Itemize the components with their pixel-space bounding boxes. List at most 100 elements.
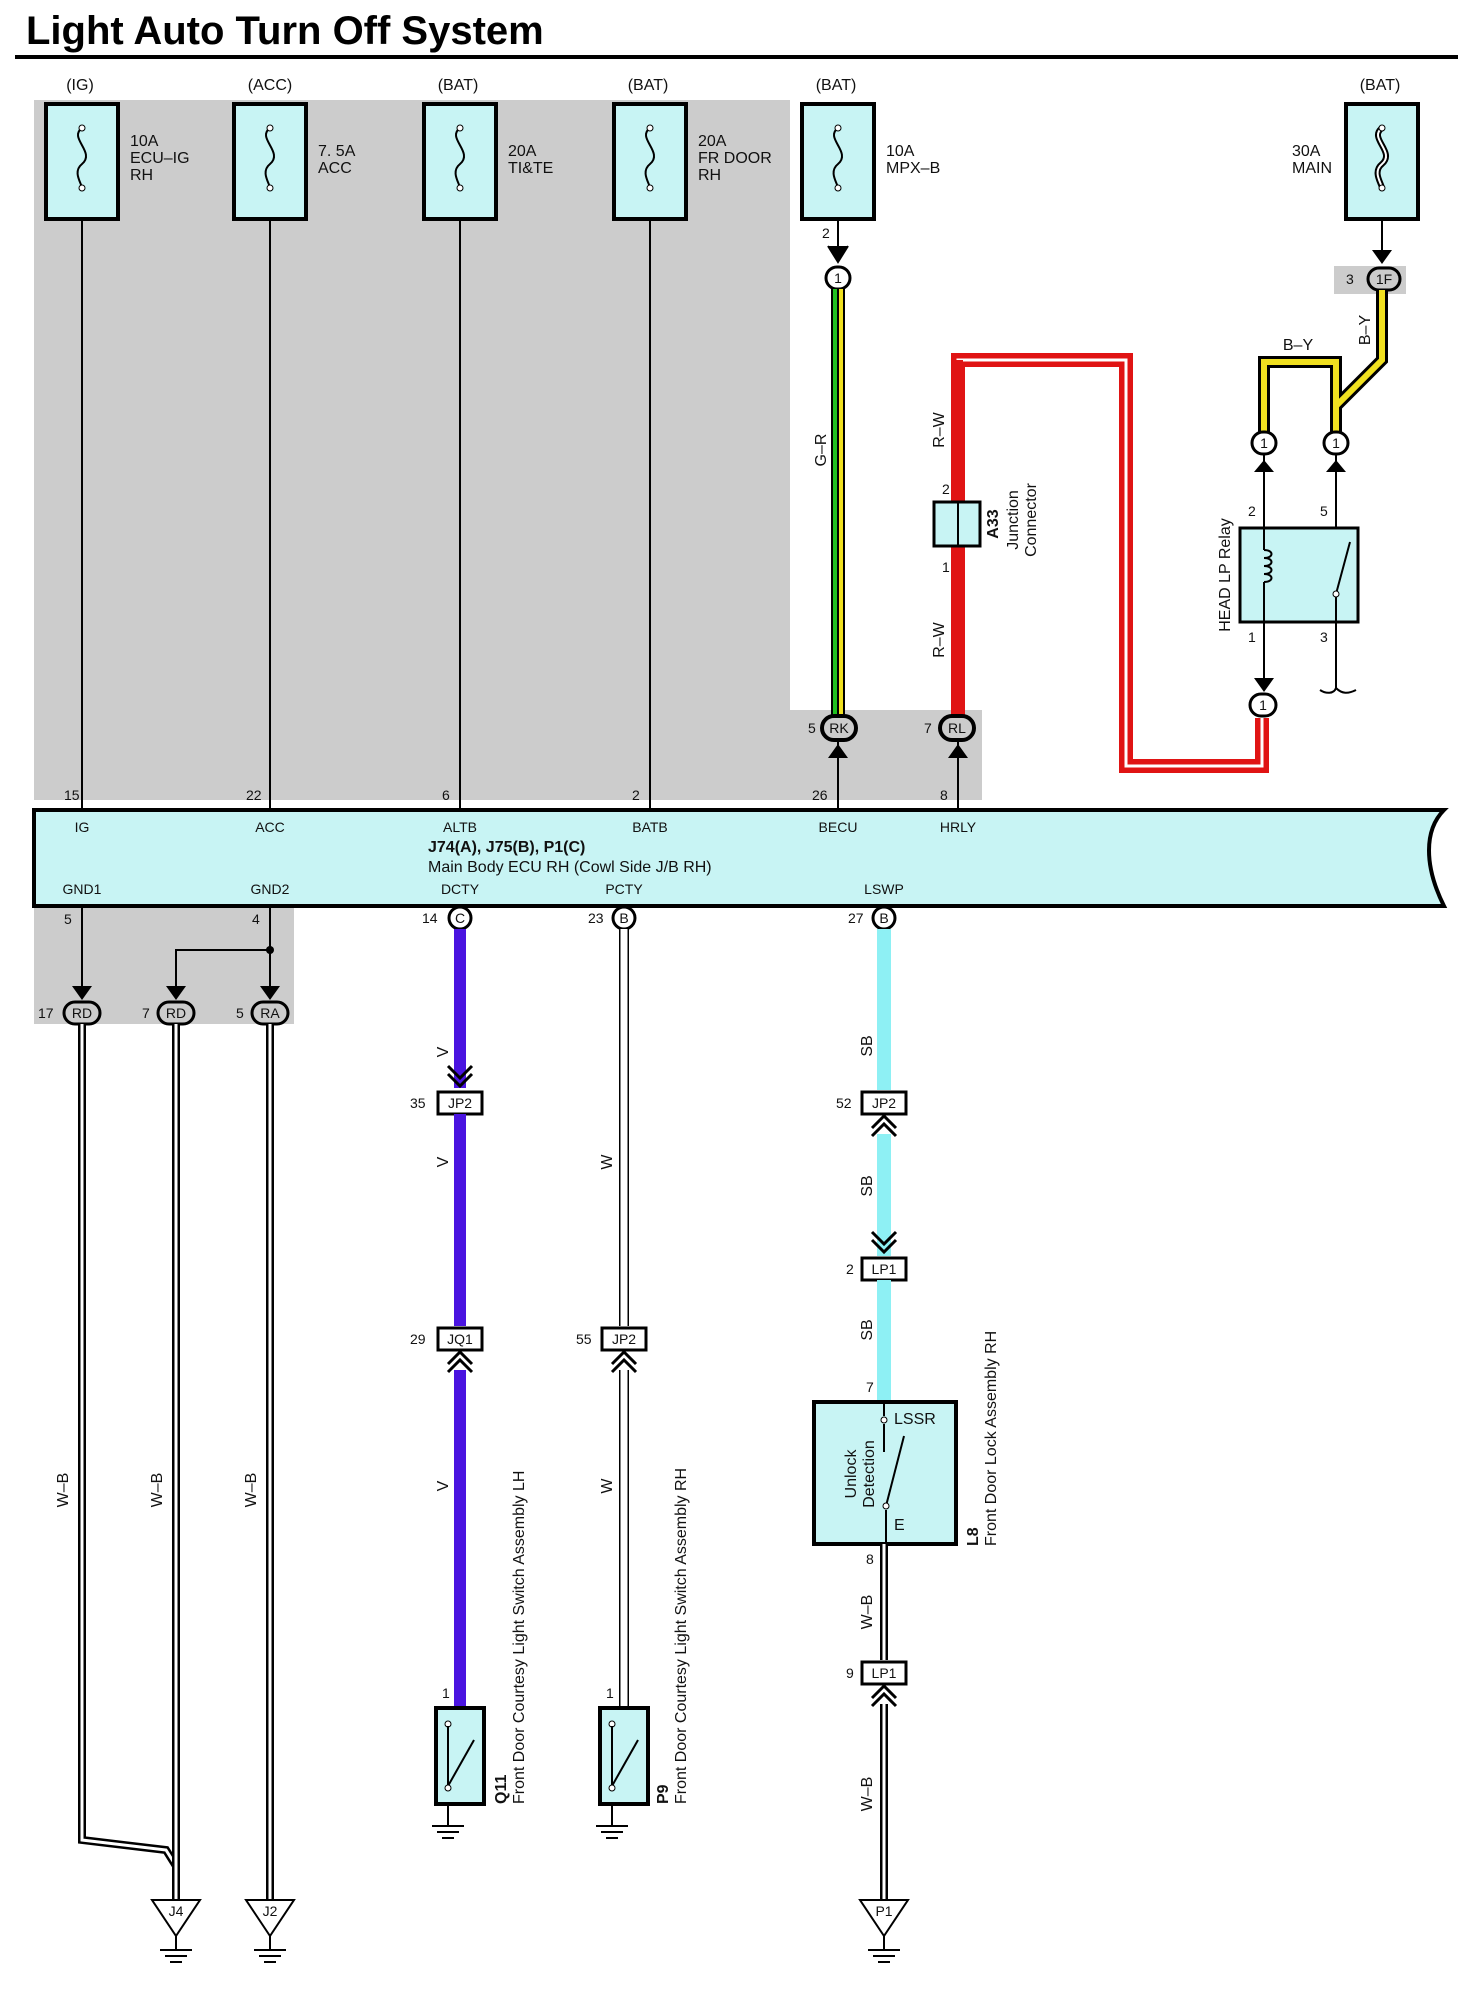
svg-text:ACC: ACC bbox=[255, 819, 285, 835]
svg-text:SB: SB bbox=[859, 1319, 876, 1340]
svg-text:(ACC): (ACC) bbox=[248, 77, 292, 94]
ground-p1: P1 bbox=[858, 1899, 910, 1963]
svg-text:1: 1 bbox=[1260, 435, 1268, 451]
fuse-main: (BAT) 30A MAIN bbox=[1292, 77, 1420, 221]
fuse-acc: (ACC) 7. 5A ACC bbox=[232, 77, 356, 221]
svg-text:DCTY: DCTY bbox=[441, 881, 480, 897]
svg-text:20A: 20A bbox=[698, 133, 727, 150]
svg-text:RK: RK bbox=[829, 720, 849, 736]
svg-text:W–B: W–B bbox=[149, 1473, 166, 1508]
svg-text:JP2: JP2 bbox=[448, 1095, 472, 1111]
svg-text:LSSR: LSSR bbox=[894, 1411, 936, 1428]
door-lock-assembly-l8: LSSR E Unlock Detection L8 Front Door Lo… bbox=[812, 1331, 1000, 1567]
svg-text:1: 1 bbox=[606, 1685, 614, 1701]
svg-text:52: 52 bbox=[836, 1095, 852, 1111]
svg-text:ACC: ACC bbox=[318, 160, 352, 177]
svg-text:RD: RD bbox=[72, 1005, 92, 1021]
fuse-fr-door: (BAT) 20A FR DOOR RH bbox=[612, 77, 772, 221]
svg-text:GND2: GND2 bbox=[251, 881, 290, 897]
svg-text:10A: 10A bbox=[886, 143, 915, 160]
svg-text:26: 26 bbox=[812, 787, 828, 803]
svg-text:22: 22 bbox=[246, 787, 262, 803]
svg-text:LP1: LP1 bbox=[872, 1665, 897, 1681]
ground-j2: J2 bbox=[244, 1899, 296, 1963]
svg-text:8: 8 bbox=[866, 1551, 874, 1567]
svg-text:Q11: Q11 bbox=[493, 1775, 510, 1804]
svg-text:5: 5 bbox=[1320, 503, 1328, 519]
svg-text:JP2: JP2 bbox=[612, 1331, 636, 1347]
svg-text:J2: J2 bbox=[263, 1903, 278, 1919]
svg-text:14: 14 bbox=[422, 910, 438, 926]
ecu-id: J74(A), J75(B), P1(C) bbox=[428, 839, 585, 856]
svg-text:SB: SB bbox=[859, 1035, 876, 1056]
svg-text:1: 1 bbox=[442, 1685, 450, 1701]
svg-text:55: 55 bbox=[576, 1331, 592, 1347]
svg-text:W: W bbox=[599, 1478, 616, 1494]
svg-text:B–Y: B–Y bbox=[1357, 315, 1374, 346]
svg-text:JQ1: JQ1 bbox=[447, 1331, 473, 1347]
svg-text:ECU–IG: ECU–IG bbox=[130, 150, 190, 167]
svg-text:R–W: R–W bbox=[931, 411, 948, 447]
fuse-wires bbox=[81, 218, 651, 810]
svg-text:Front Door Courtesy Light Swit: Front Door Courtesy Light Switch Assembl… bbox=[511, 1471, 528, 1804]
svg-text:L8: L8 bbox=[965, 1527, 982, 1546]
svg-text:W–B: W–B bbox=[859, 1595, 876, 1630]
fuse-mpx-b: (BAT) 10A MPX–B bbox=[800, 77, 940, 221]
fuse-ig: (IG) 10A ECU–IG RH bbox=[44, 77, 190, 221]
svg-text:8: 8 bbox=[940, 787, 948, 803]
wire-b-y: 1F 3 B–Y B–Y 1 1 bbox=[1250, 218, 1402, 456]
head-lp-relay: 2 5 HEAD LP Relay 1 3 1 bbox=[1217, 454, 1360, 718]
svg-text:SB: SB bbox=[859, 1175, 876, 1196]
svg-text:10A: 10A bbox=[130, 133, 159, 150]
svg-text:1: 1 bbox=[1248, 629, 1256, 645]
svg-text:6: 6 bbox=[442, 787, 450, 803]
main-body-ecu: 15 IG 22 ACC 6 ALTB 2 BATB 26 BECU 8 HRL… bbox=[32, 787, 1449, 908]
svg-text:RA: RA bbox=[260, 1005, 280, 1021]
svg-text:W–B: W–B bbox=[55, 1473, 72, 1508]
wire-r-w: R–W R–W 2 1 A33 Junction Connector RL 7 bbox=[924, 353, 1269, 810]
svg-text:V: V bbox=[435, 1046, 452, 1057]
svg-text:JP2: JP2 bbox=[872, 1095, 896, 1111]
svg-text:HRLY: HRLY bbox=[940, 819, 977, 835]
svg-text:B: B bbox=[879, 910, 888, 926]
svg-text:HEAD LP Relay: HEAD LP Relay bbox=[1217, 518, 1234, 632]
svg-text:W–B: W–B bbox=[243, 1473, 260, 1508]
svg-text:RH: RH bbox=[130, 167, 153, 184]
svg-text:R–W: R–W bbox=[931, 621, 948, 657]
svg-text:B: B bbox=[619, 910, 628, 926]
svg-text:2: 2 bbox=[942, 481, 950, 497]
svg-text:7. 5A: 7. 5A bbox=[318, 143, 356, 160]
svg-text:C: C bbox=[455, 910, 465, 926]
svg-text:30A: 30A bbox=[1292, 143, 1321, 160]
svg-text:V: V bbox=[435, 1156, 452, 1167]
svg-text:1: 1 bbox=[1259, 697, 1267, 713]
svg-text:5: 5 bbox=[808, 720, 816, 736]
svg-text:23: 23 bbox=[588, 910, 604, 926]
svg-text:P9: P9 bbox=[655, 1784, 672, 1804]
svg-text:GND1: GND1 bbox=[63, 881, 102, 897]
svg-text:TI&TE: TI&TE bbox=[508, 160, 553, 177]
ground-wires: 5 4 RD 17 RD 7 RA 5 W–B W–B W–B bbox=[38, 906, 290, 1900]
svg-text:IG: IG bbox=[75, 819, 90, 835]
wire-dcty: C 14 V JP2 35 V JQ1 29 V 1 bbox=[410, 905, 484, 1706]
page-title: Light Auto Turn Off System bbox=[26, 9, 544, 53]
svg-text:V: V bbox=[435, 1480, 452, 1491]
svg-text:A33: A33 bbox=[985, 509, 1002, 538]
svg-text:4: 4 bbox=[252, 911, 260, 927]
svg-text:20A: 20A bbox=[508, 143, 537, 160]
svg-text:MAIN: MAIN bbox=[1292, 160, 1332, 177]
svg-text:PCTY: PCTY bbox=[605, 881, 643, 897]
svg-text:LP1: LP1 bbox=[872, 1261, 897, 1277]
svg-text:Junction: Junction bbox=[1005, 490, 1022, 550]
ground-j4: J4 bbox=[150, 1899, 202, 1963]
svg-text:Front Door Courtesy Light Swit: Front Door Courtesy Light Switch Assembl… bbox=[673, 1468, 690, 1804]
svg-text:(BAT): (BAT) bbox=[816, 77, 857, 94]
svg-text:2: 2 bbox=[632, 787, 640, 803]
svg-text:3: 3 bbox=[1320, 629, 1328, 645]
svg-text:W–B: W–B bbox=[859, 1777, 876, 1812]
svg-text:7: 7 bbox=[866, 1379, 874, 1395]
svg-text:RD: RD bbox=[166, 1005, 186, 1021]
svg-text:Unlock: Unlock bbox=[843, 1449, 860, 1499]
svg-text:7: 7 bbox=[924, 720, 932, 736]
